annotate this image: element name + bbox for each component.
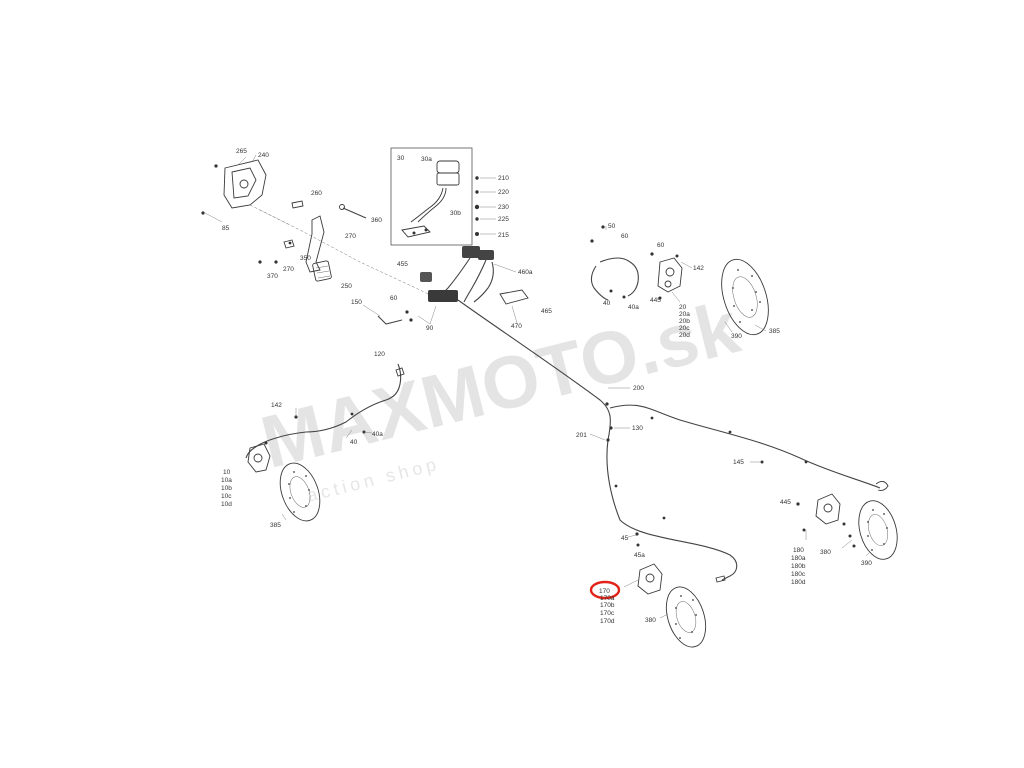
callout-label: 350 <box>300 255 311 262</box>
callout-label: 10d <box>221 501 232 508</box>
callout-label: 60 <box>621 233 629 240</box>
callout-label: 180d <box>791 579 806 586</box>
highlight-ring-170 <box>589 580 621 600</box>
callout-label: 20c <box>679 325 690 332</box>
callout-label: 380 <box>645 617 656 624</box>
front-right-disc-holes <box>732 269 761 323</box>
rear-right-caliper-group <box>796 493 898 560</box>
callout-label: 460a <box>518 269 533 276</box>
callout-label: 142 <box>693 265 704 272</box>
callout-label: 215 <box>498 232 509 239</box>
reservoir-inset <box>390 147 473 246</box>
callout-label: 20 <box>679 304 687 311</box>
callout-label: 465 <box>541 308 552 315</box>
callout-label: 180c <box>791 571 806 578</box>
front-left-caliper-group <box>245 363 405 522</box>
callout-label: 200 <box>633 385 644 392</box>
callout-label: 170c <box>600 610 615 617</box>
callout-label: 60 <box>390 295 398 302</box>
callout-label: 30 <box>397 155 405 162</box>
callout-label: 40a <box>628 304 639 311</box>
callout-label: 20d <box>679 332 690 339</box>
rear-left-disc-holes <box>675 595 697 639</box>
front-left-disc-holes <box>288 471 310 513</box>
callout-label: 385 <box>270 522 281 529</box>
callout-label: 10c <box>221 493 232 500</box>
callout-label: 142 <box>271 402 282 409</box>
callout-label: 265 <box>236 148 247 155</box>
callout-label: 360 <box>371 217 382 224</box>
callout-label: 10b <box>221 485 232 492</box>
callout-label: 130 <box>632 425 643 432</box>
callout-label: 145 <box>733 459 744 466</box>
brake-pedal-arm <box>305 215 325 273</box>
master-cylinder-group <box>362 246 529 325</box>
callout-label: 210 <box>498 175 509 182</box>
callout-label: 170a <box>600 595 615 602</box>
main-brake-line <box>457 299 889 581</box>
callout-label: 240 <box>258 152 269 159</box>
callout-label: 270 <box>345 233 356 240</box>
callout-label: 40a <box>372 431 383 438</box>
callout-label: 120 <box>374 351 385 358</box>
rear-left-caliper-group <box>623 543 726 648</box>
callout-label: 370 <box>267 273 278 280</box>
rear-right-disc-holes <box>867 509 888 551</box>
callout-label: 230 <box>498 204 509 211</box>
callout-label: 445 <box>780 499 791 506</box>
callout-label: 170b <box>600 602 615 609</box>
callout-labels: 265 240 85 260 360 270 350 270 370 250 3… <box>221 148 872 625</box>
callout-label: 445 <box>650 297 661 304</box>
fitting-column <box>474 176 496 236</box>
callout-label: 50 <box>608 223 616 230</box>
callout-label: 20b <box>679 318 690 325</box>
callout-label: 30b <box>450 210 461 217</box>
part-number-170[interactable]: 170 <box>599 588 610 595</box>
callout-label: 85 <box>222 225 230 232</box>
callout-label: 150 <box>351 299 362 306</box>
callout-label: 250 <box>341 283 352 290</box>
callout-label: 40 <box>350 439 358 446</box>
callout-label: 180 <box>793 547 804 554</box>
callout-label: 10a <box>221 477 232 484</box>
pedal-bracket <box>223 159 267 209</box>
pedal-assembly-group <box>201 154 441 301</box>
callout-label: 470 <box>511 323 522 330</box>
callout-label: 270 <box>283 266 294 273</box>
callout-label: 45 <box>621 535 629 542</box>
callout-label: 220 <box>498 189 509 196</box>
callout-label: 390 <box>731 333 742 340</box>
callout-label: 180b <box>791 563 806 570</box>
callout-label: 380 <box>820 549 831 556</box>
callout-label: 10 <box>223 469 231 476</box>
callout-label: 60 <box>657 242 665 249</box>
callout-label: 170d <box>600 618 615 625</box>
callout-label: 45a <box>634 552 645 559</box>
callout-label: 225 <box>498 216 509 223</box>
callout-label: 201 <box>576 432 587 439</box>
callout-label: 260 <box>311 190 322 197</box>
callout-label: 390 <box>861 560 872 567</box>
callout-label: 40 <box>603 300 611 307</box>
callout-label: 385 <box>769 328 780 335</box>
callout-label: 30a <box>421 156 432 163</box>
watermark: MAXMOTO.sk action shop <box>253 285 747 506</box>
callout-label: 180a <box>791 555 806 562</box>
callout-label: 90 <box>426 325 434 332</box>
front-right-caliper-group <box>590 225 769 336</box>
callout-label: 455 <box>397 261 408 268</box>
callout-label: 20a <box>679 311 690 318</box>
watermark-brand: MAXMOTO.sk <box>253 285 747 484</box>
